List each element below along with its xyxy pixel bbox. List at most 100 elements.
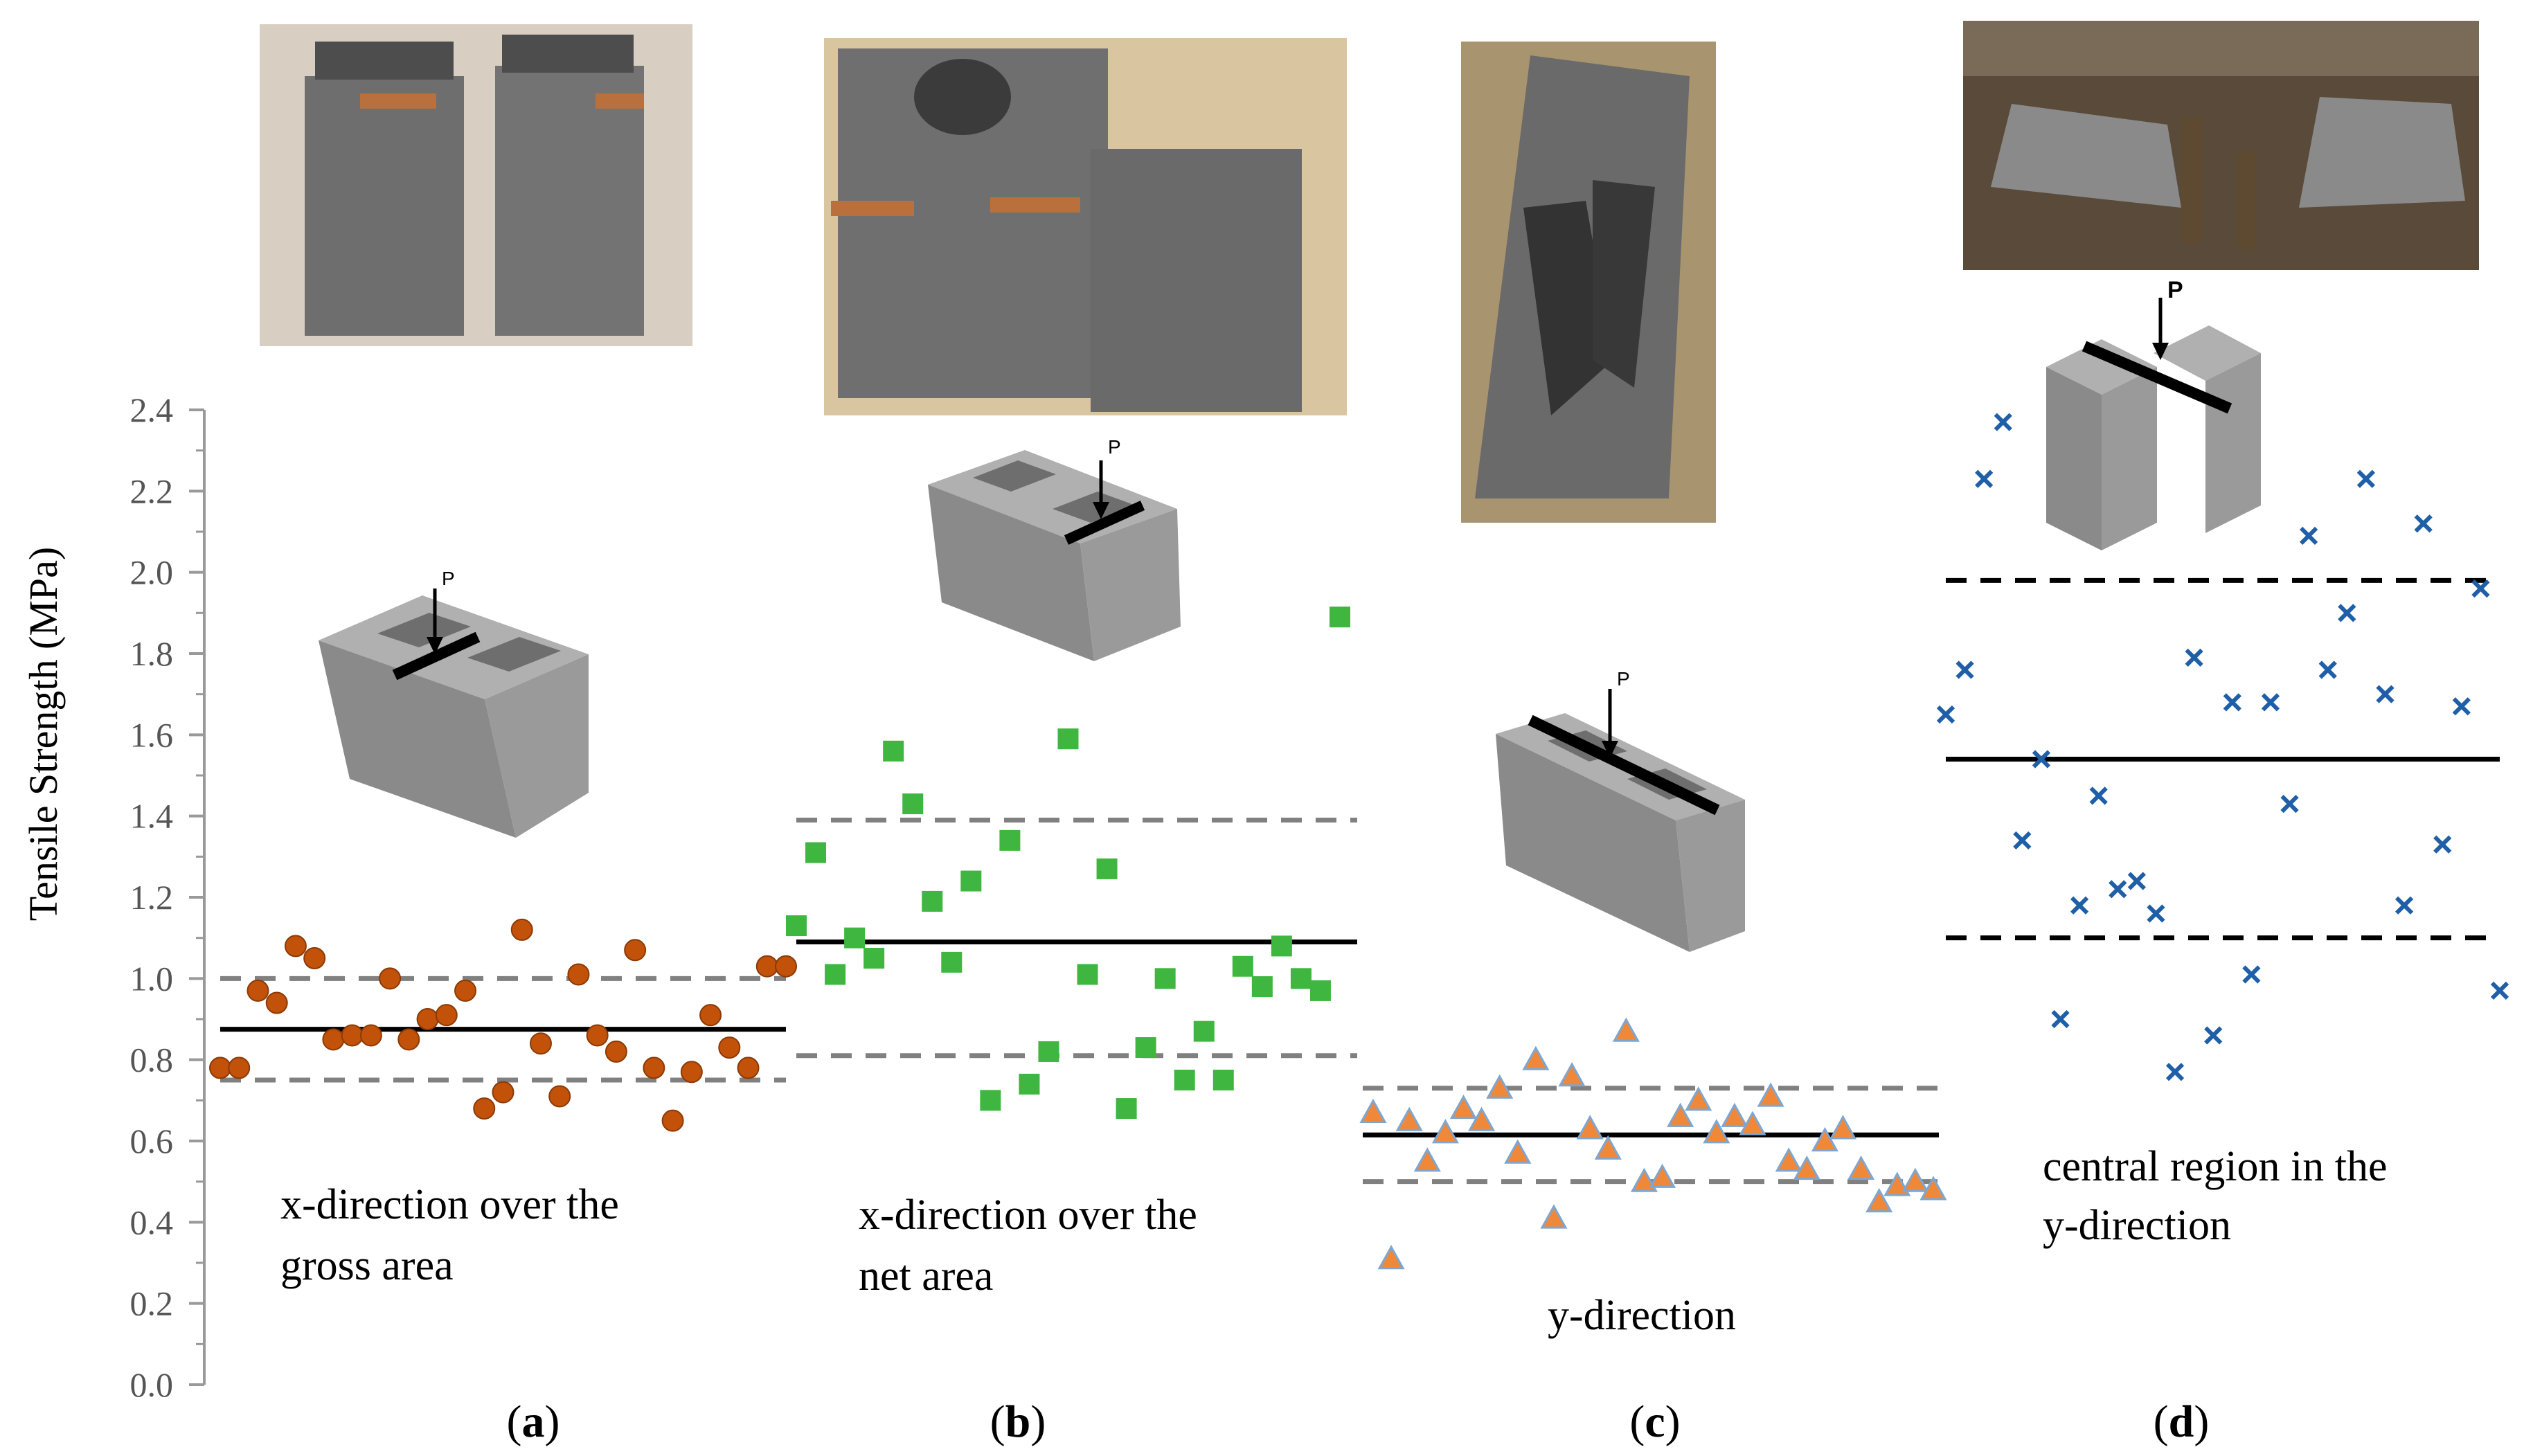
panel-d-point (2109, 880, 2127, 899)
panel-b-point (1309, 980, 1331, 1001)
y-axis-label: Tensile Strength (MPa) (21, 547, 66, 921)
y-tick-label: 1.0 (130, 959, 174, 998)
panel-b-point (1154, 968, 1176, 989)
panel-d-point (2261, 693, 2280, 712)
panel-c-point (1721, 1102, 1748, 1127)
y-tick-label: 1.8 (130, 634, 174, 673)
panel-c-point (1504, 1139, 1532, 1164)
panel-d-point (2471, 579, 2490, 598)
panel-c-point (1901, 1167, 1929, 1192)
panel-c-point (1449, 1094, 1478, 1120)
panel-c-point (1865, 1187, 1893, 1213)
y-tick-label: 0.4 (130, 1203, 174, 1241)
svg-text:P: P (1108, 436, 1121, 458)
panel-d-point (2452, 697, 2471, 716)
panel-d-point (2147, 904, 2165, 923)
panel-b-point (1096, 858, 1118, 879)
panel-c-point (1359, 1098, 1387, 1124)
y-tick-label: 2.4 (130, 390, 174, 429)
panel-c-point (1468, 1106, 1496, 1131)
photo-d (1963, 21, 2479, 270)
panel-b-point (1212, 1070, 1234, 1090)
svg-text:P: P (442, 568, 455, 589)
panel-c-point (1739, 1111, 1766, 1135)
panel-a-point (510, 918, 533, 941)
panel-b-caption-line: x-direction over the (859, 1192, 1197, 1239)
panel-d-point (2165, 1063, 2185, 1081)
panel-d-point (2204, 1026, 2223, 1045)
panel-b-point (1057, 728, 1079, 750)
panel-c-point (1594, 1135, 1622, 1160)
svg-text:P: P (1617, 668, 1630, 690)
y-tick-label: 0.8 (130, 1041, 174, 1079)
photo-c (1461, 42, 1716, 523)
y-tick-label: 2.0 (130, 553, 174, 592)
panel-b-point (1330, 606, 1350, 628)
panel-c-point (1667, 1102, 1694, 1127)
panel-c-point (1757, 1082, 1784, 1107)
panel-a-point (322, 1028, 345, 1051)
panel-c-point (1775, 1147, 1802, 1172)
panel-d-point (2318, 660, 2337, 679)
panel-b-point (1251, 976, 1273, 998)
panel-d-tag: (d) (2154, 1396, 2210, 1447)
panel-a-tag: (a) (507, 1396, 560, 1447)
panel-a-point (586, 1024, 609, 1047)
panel-a-point (680, 1061, 703, 1084)
panel-d-point (2300, 526, 2318, 545)
y-tick-label: 2.2 (130, 471, 174, 510)
panel-b-point (1174, 1070, 1195, 1090)
panel-c-point (1685, 1086, 1712, 1111)
y-ticks: 0.00.20.40.60.81.01.21.41.61.82.02.22.4 (130, 390, 204, 1404)
panel-a-point (643, 1057, 665, 1079)
panel-a-point (416, 1008, 439, 1030)
panel-a-point (379, 967, 402, 990)
panel-c-point (1413, 1147, 1441, 1172)
panel-b-point (1290, 968, 1312, 989)
panel-d-point (1955, 660, 1974, 679)
panel-d-point (2433, 835, 2452, 854)
panel-b-point (1135, 1037, 1156, 1059)
panel-a-point (435, 1004, 458, 1027)
panel-a-point (529, 1032, 552, 1055)
panel-b-point (1271, 935, 1292, 957)
panel-d-point (2280, 794, 2299, 814)
panel-c: y-direction (c) (1359, 1017, 1947, 1447)
panel-d-point (2242, 965, 2261, 984)
panel-b-point (863, 948, 885, 969)
panel-d-caption-line: y-direction (2043, 1202, 2231, 1249)
panel-a-point (718, 1036, 741, 1059)
panel-b-point (941, 951, 963, 973)
panel-c-caption-line: y-direction (1548, 1292, 1736, 1339)
y-tick-label: 0.2 (130, 1284, 174, 1323)
panel-c-point (1377, 1245, 1405, 1270)
panel-d-point (2127, 872, 2146, 890)
panel-c-point (1576, 1115, 1604, 1140)
panel-a-point (209, 1057, 231, 1079)
panel-c-point (1431, 1119, 1459, 1144)
block-icon-b: P (928, 436, 1181, 661)
panel-d-point (2338, 604, 2356, 622)
y-tick-label: 1.4 (130, 797, 174, 836)
panel-d-point (2223, 693, 2241, 712)
panel-a-point (755, 955, 778, 978)
panel-d-point (1936, 705, 1955, 724)
panel-c-tag: (c) (1629, 1396, 1680, 1447)
panel-a-point (473, 1097, 496, 1120)
panel-a-caption-line: x-direction over the (280, 1181, 619, 1228)
y-axis: 0.00.20.40.60.81.01.21.41.61.82.02.22.4 (130, 390, 206, 1404)
panel-d-point (2414, 514, 2433, 533)
panel-c-point (1793, 1155, 1820, 1180)
panel-a-point (341, 1024, 364, 1047)
panel-d-point (2395, 896, 2414, 915)
panel-c-point (1395, 1106, 1423, 1131)
panel-d-point (2089, 787, 2108, 805)
y-tick-label: 1.6 (130, 715, 174, 754)
panel-b-point (1077, 964, 1098, 985)
panel-c-point (1558, 1062, 1586, 1087)
panel-a-point (247, 979, 269, 1002)
panel-d-point (2376, 685, 2395, 703)
panel-a-point (737, 1057, 760, 1079)
photo-b (824, 38, 1347, 415)
